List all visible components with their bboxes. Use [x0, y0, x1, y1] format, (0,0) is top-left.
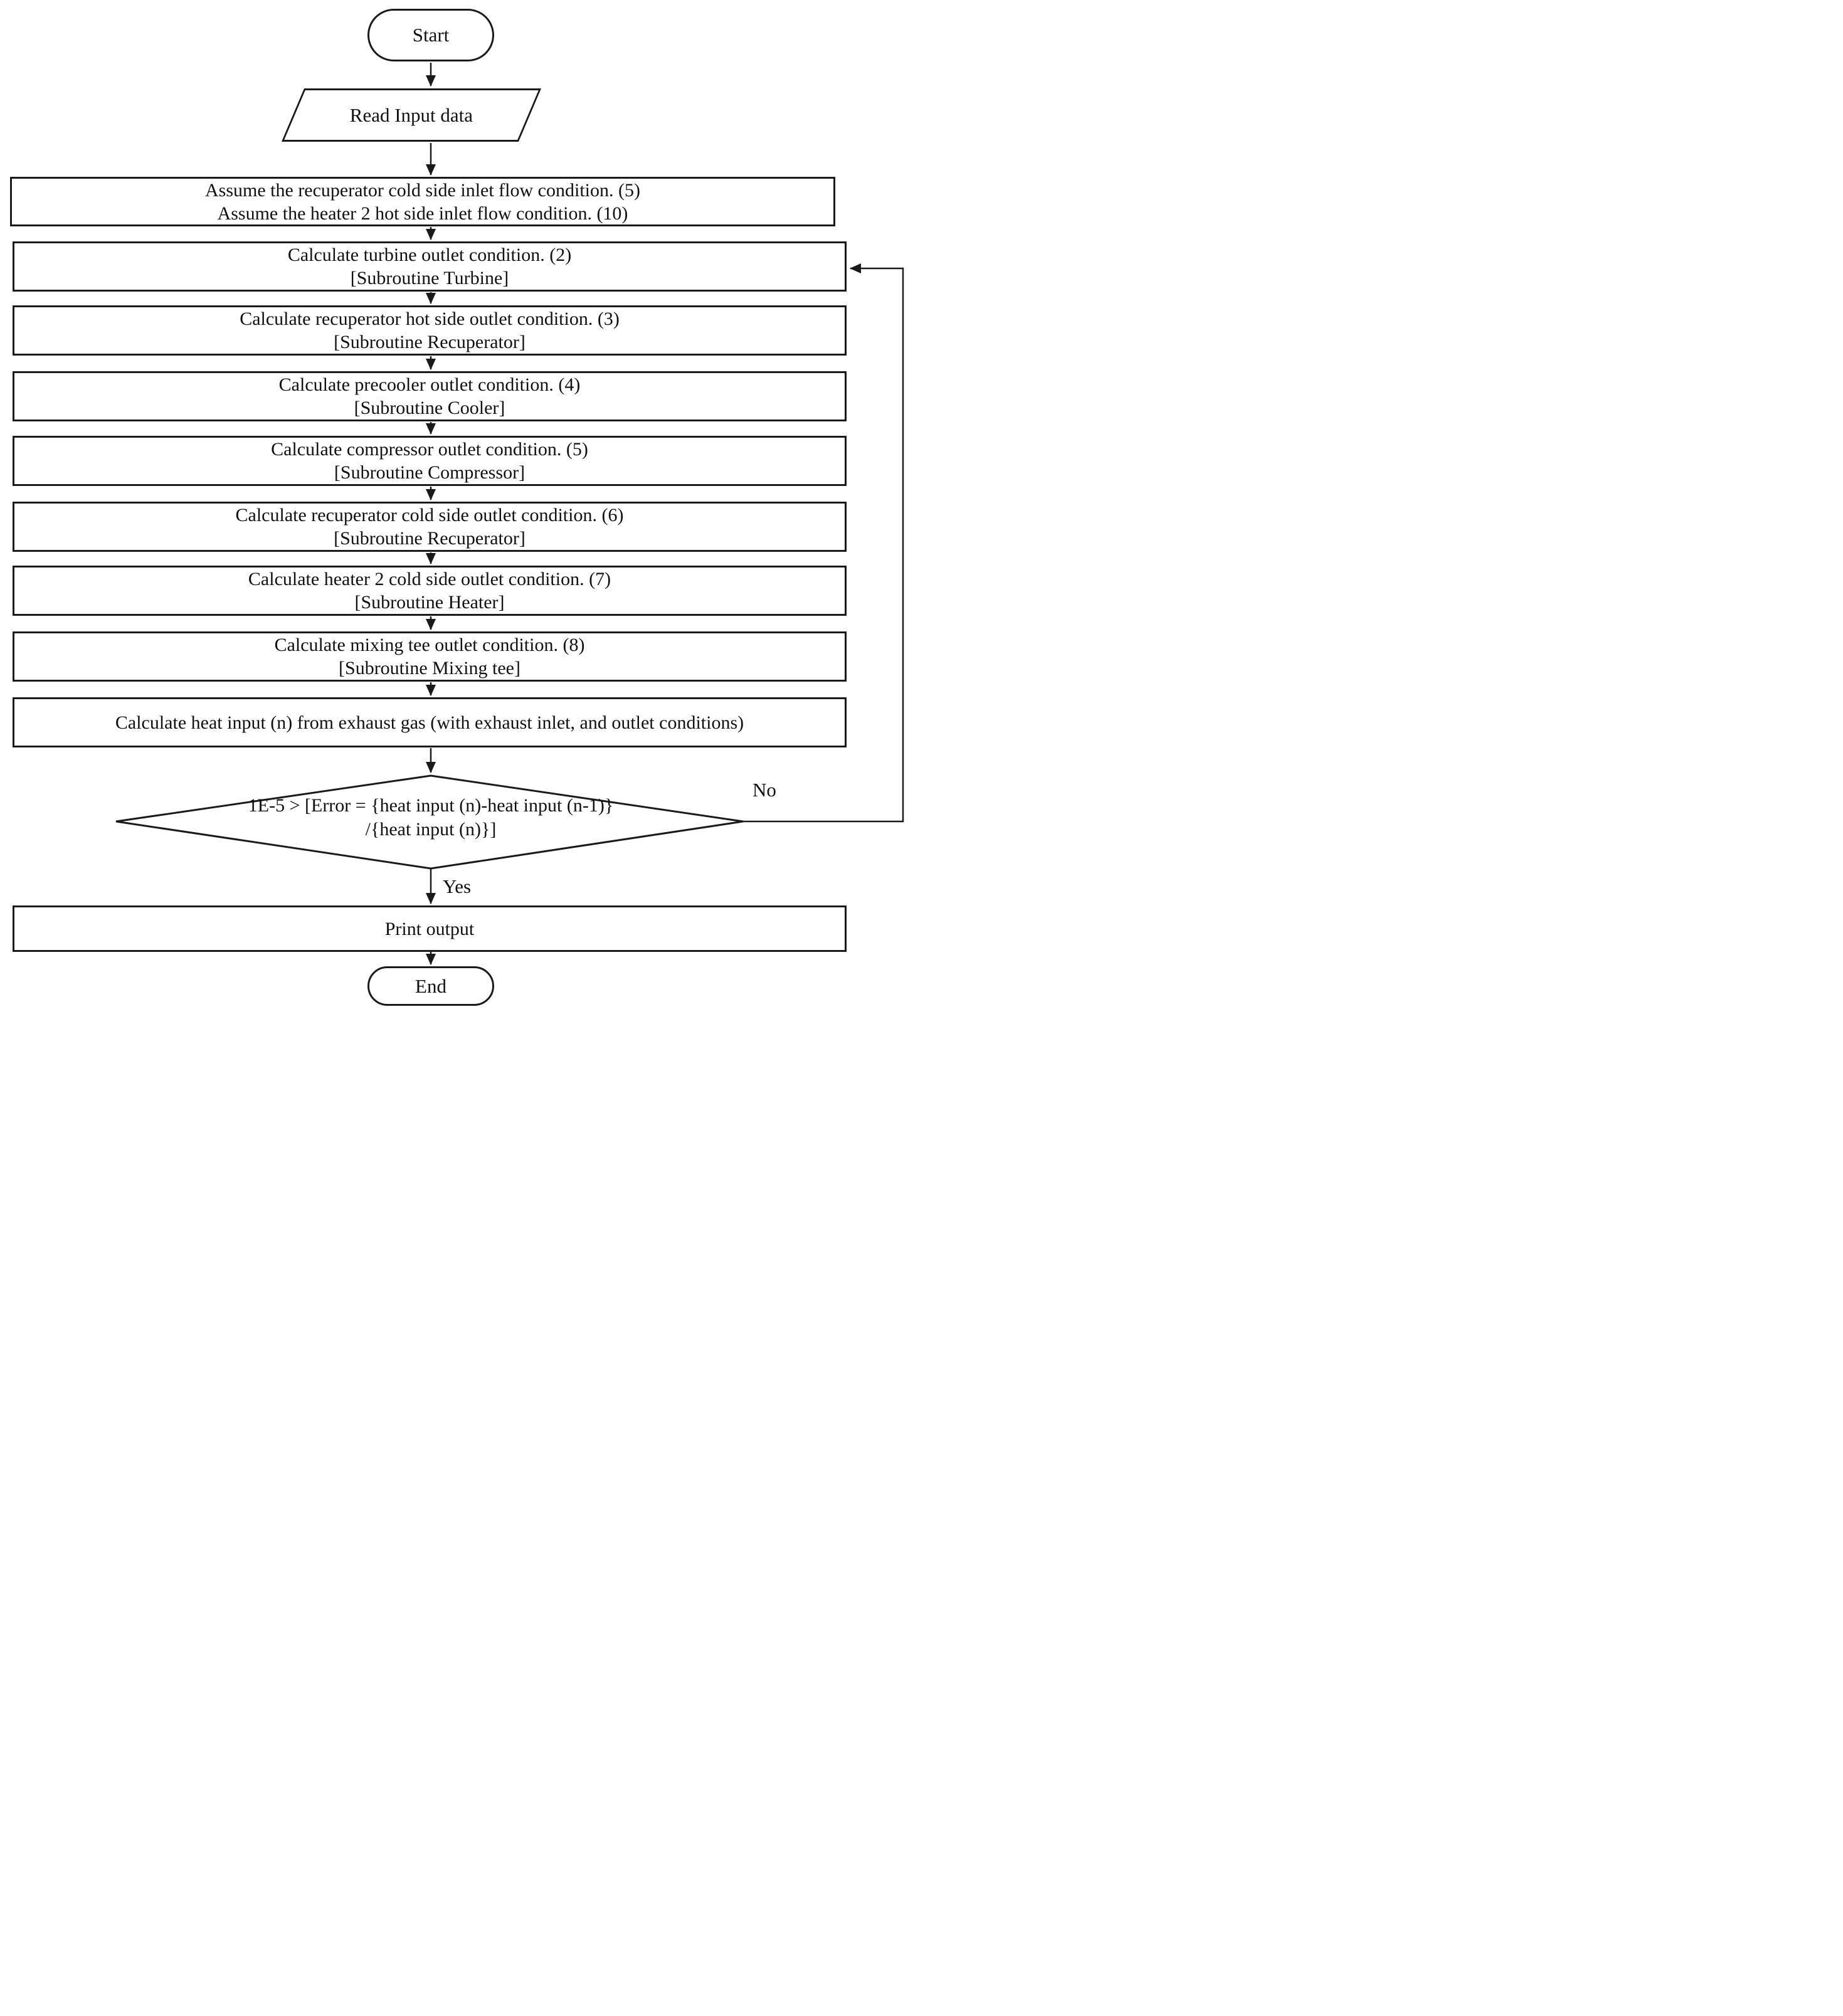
- process-box-compressor: Calculate compressor outlet condition. (…: [13, 436, 847, 486]
- process-box-recuperator-cold: Calculate recuperator cold side outlet c…: [13, 502, 847, 552]
- process-line2: [Subroutine Cooler]: [354, 398, 505, 418]
- read-input-label: Read Input data: [349, 103, 473, 126]
- process-line2: [Subroutine Heater]: [354, 592, 505, 613]
- start-terminal: Start: [367, 9, 494, 61]
- end-terminal: End: [367, 966, 494, 1006]
- process-line1: Calculate compressor outlet condition. (…: [271, 439, 588, 460]
- process-box-precooler: Calculate precooler outlet condition. (4…: [13, 371, 847, 421]
- decision-line1: 1E-5 > [Error = {heat input (n)-heat inp…: [248, 795, 614, 816]
- print-output-label: Print output: [384, 918, 475, 939]
- process-line1: Calculate turbine outlet condition. (2): [287, 245, 572, 265]
- process-line1: Calculate mixing tee outlet condition. (…: [274, 635, 585, 655]
- process-line2: [Subroutine Mixing tee]: [339, 658, 520, 678]
- decision-condition-text: 1E-5 > [Error = {heat input (n)-heat inp…: [180, 794, 682, 842]
- no-branch-label: No: [753, 779, 776, 801]
- process-line2: [Subroutine Compressor]: [334, 462, 525, 483]
- process-box-heater2: Calculate heater 2 cold side outlet cond…: [13, 566, 847, 616]
- read-input-parallelogram: Read Input data: [281, 88, 542, 142]
- print-output-box: Print output: [13, 905, 847, 952]
- process-box-turbine: Calculate turbine outlet condition. (2) …: [13, 241, 847, 292]
- process-line2: [Subroutine Recuperator]: [334, 332, 525, 352]
- process-box-heat-input: Calculate heat input (n) from exhaust ga…: [13, 697, 847, 747]
- process-box-assume: Assume the recuperator cold side inlet f…: [10, 177, 835, 226]
- process-line1: Calculate recuperator cold side outlet c…: [235, 505, 624, 525]
- start-label: Start: [412, 24, 450, 46]
- flowchart-canvas: Start Read Input data Assume the recuper…: [0, 0, 922, 1008]
- yes-branch-label: Yes: [443, 875, 472, 897]
- process-line2: [Subroutine Recuperator]: [334, 528, 525, 549]
- process-line2: [Subroutine Turbine]: [350, 268, 509, 288]
- process-line1: Calculate heat input (n) from exhaust ga…: [115, 712, 744, 733]
- process-box-recuperator-hot: Calculate recuperator hot side outlet co…: [13, 305, 847, 356]
- process-line2: Assume the heater 2 hot side inlet flow …: [217, 203, 628, 224]
- process-line1: Calculate recuperator hot side outlet co…: [240, 309, 620, 329]
- process-line1: Assume the recuperator cold side inlet f…: [205, 179, 640, 201]
- end-label: End: [415, 974, 446, 997]
- process-box-mixing-tee: Calculate mixing tee outlet condition. (…: [13, 631, 847, 682]
- process-line1: Calculate heater 2 cold side outlet cond…: [248, 569, 611, 589]
- process-line1: Calculate precooler outlet condition. (4…: [278, 374, 581, 395]
- decision-line2: /{heat input (n)}]: [365, 819, 497, 840]
